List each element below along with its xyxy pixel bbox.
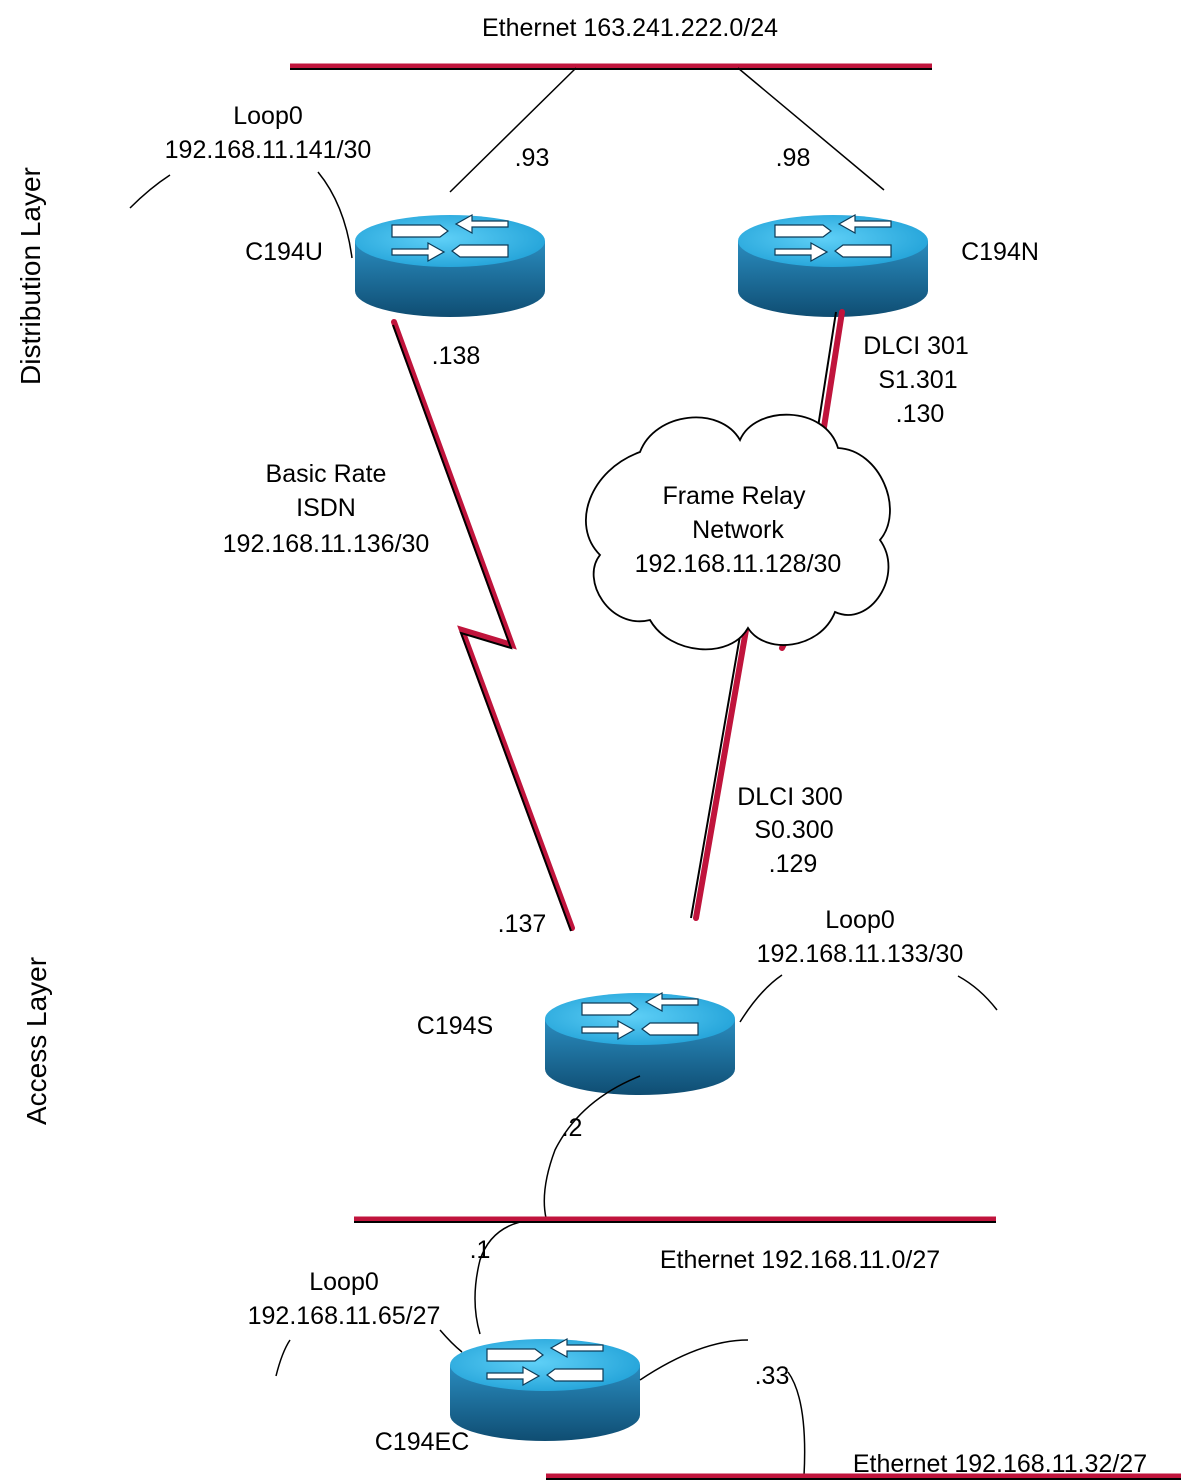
c194u-loop-label: Loop0 [233,102,303,130]
frame-relay-line3: 192.168.11.128/30 [635,550,842,578]
top-ethernet-bus [290,63,932,70]
access-layer-label: Access Layer [21,957,52,1125]
c194u-loop-lead [317,171,353,259]
c194s-name: C194S [417,1012,493,1040]
c194n-router-icon[interactable] [737,214,929,318]
c194u-loop-addr: 192.168.11.141/30 [165,136,372,164]
c194ec-loop-label: Loop0 [309,1268,379,1296]
frame-relay-line1: Frame Relay [662,482,806,510]
c194s-loop-addr: 192.168.11.133/30 [757,940,964,968]
c194s-eth-ip: .2 [562,1114,583,1142]
isdn-line2: ISDN [296,494,356,522]
isdn-line3: 192.168.11.136/30 [223,530,430,558]
top-ethernet-label: Ethernet 163.241.222.0/24 [482,14,778,42]
c194u-router-icon[interactable] [354,214,546,318]
isdn-line1: Basic Rate [266,460,387,488]
distribution-layer-label: Distribution Layer [15,167,46,385]
c194n-dlci: DLCI 301 [863,332,969,360]
c194s-subif: S0.300 [754,816,833,844]
isdn-link [391,319,575,932]
c194n-subif: S1.301 [878,366,957,394]
frame-relay-cloud [585,413,891,651]
bottom-ethernet-bus [546,1473,1181,1480]
c194s-dlci: DLCI 300 [737,783,843,811]
c194ec-loop-lead [439,1329,463,1353]
mid-ethernet-bus [354,1216,996,1223]
c194n-name: C194N [961,238,1039,266]
c194ec-loop-tick [275,1339,291,1377]
c194s-loop-lead [739,974,783,1023]
c194s-loop-tick [957,975,998,1011]
c194u-eth-ip: .93 [515,144,550,172]
c194ec-router-icon[interactable] [449,1338,641,1442]
c194u-loop-tick [129,174,171,209]
frame-relay-line2: Network [692,516,784,544]
bottom-ethernet-label: Ethernet 192.168.11.32/27 [853,1450,1147,1478]
c194ec-ethernet2-link-a [639,1339,749,1381]
c194s-isdn-ip: .137 [498,910,547,938]
c194ec-ethernet2-link-b [787,1371,806,1477]
c194s-router-icon[interactable] [544,992,736,1096]
c194n-eth-ip: .98 [776,144,811,172]
c194s-fr-ip: .129 [769,850,818,878]
c194s-ethernet-link [543,1075,641,1219]
c194n-ethernet-link [737,67,885,191]
frame-relay-link-n [815,309,845,443]
c194s-loop-label: Loop0 [825,906,895,934]
mid-ethernet-label: Ethernet 192.168.11.0/27 [660,1246,940,1274]
c194ec-loop-addr: 192.168.11.65/27 [248,1302,441,1330]
c194ec-name: C194EC [375,1428,470,1456]
c194n-fr-ip: .130 [896,400,945,428]
c194ec-eth-ip: .1 [470,1236,491,1264]
c194ec-ethernet-link [474,1221,521,1335]
c194u-isdn-ip: .138 [432,342,481,370]
c194u-name: C194U [245,238,323,266]
c194ec-eth2-ip: .33 [755,1362,790,1390]
c194u-ethernet-link [449,67,577,193]
